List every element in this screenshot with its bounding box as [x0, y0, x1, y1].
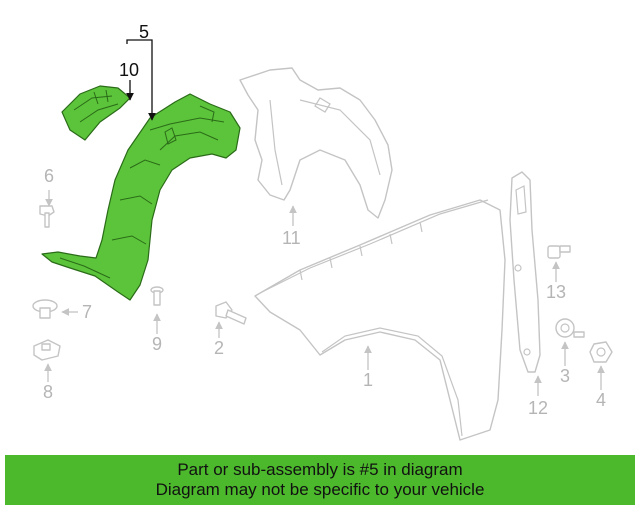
callout-6: 6: [44, 166, 54, 186]
part-4-nut: [589, 341, 613, 363]
part-5-fender-liner[interactable]: [41, 93, 241, 301]
callout-12: 12: [528, 398, 548, 418]
leader-lines: [44, 39, 605, 396]
parts-diagram: 5 10 11 6 7 8 9 2 1 12 13 3 4: [32, 22, 613, 441]
banner-line-2: Diagram may not be specific to your vehi…: [155, 480, 485, 499]
part-2-bolt: [215, 301, 247, 325]
callout-8: 8: [43, 382, 53, 402]
part-7-clip: [32, 299, 58, 319]
callout-1: 1: [363, 370, 373, 390]
part-12-trim-strip: [509, 171, 541, 373]
callout-5: 5: [139, 22, 149, 42]
callout-2: 2: [214, 338, 224, 358]
callout-13: 13: [546, 282, 566, 302]
callout-4: 4: [596, 390, 606, 410]
callout-3: 3: [560, 366, 570, 386]
part-9-rivet: [150, 286, 164, 306]
part-3-stud: [555, 318, 585, 338]
callout-7: 7: [82, 302, 92, 322]
part-13-clip: [547, 245, 571, 259]
part-11-wheelhouse: [239, 67, 393, 219]
callout-11: 11: [282, 228, 301, 248]
part-1-fender: [254, 199, 506, 441]
callout-9: 9: [152, 334, 162, 354]
callout-10: 10: [119, 60, 139, 80]
part-6-screw: [39, 205, 55, 228]
banner-line-1: Part or sub-assembly is #5 in diagram: [177, 460, 463, 479]
part-8-nut-clip: [33, 339, 61, 361]
info-banner: Part or sub-assembly is #5 in diagram Di…: [5, 455, 635, 505]
part-10-liner-extension[interactable]: [61, 85, 131, 141]
